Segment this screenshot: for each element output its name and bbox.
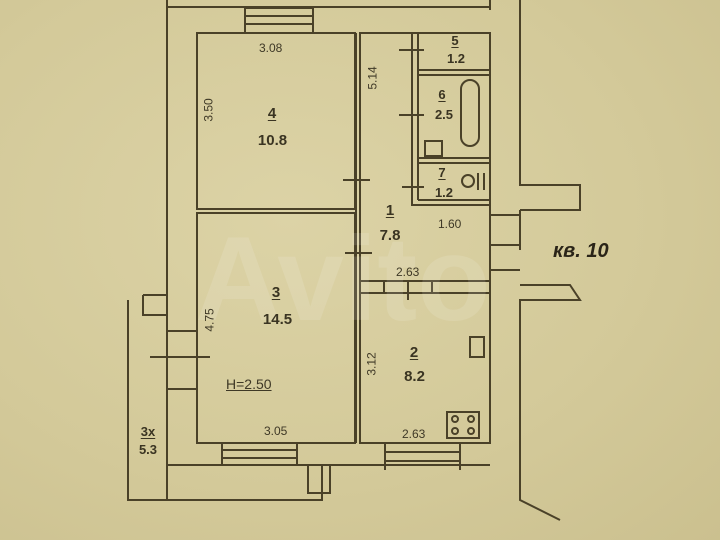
ceiling-height: H=2.50 [226,376,272,392]
right-block [359,32,491,444]
balcony-area: 5.3 [138,442,158,457]
room-4-number: 4 [267,105,277,122]
room-5-number: 5 [451,33,459,48]
room-6-number: 6 [438,87,446,102]
room-4-outline [196,32,356,210]
room-1-number: 1 [385,202,395,219]
room-2-area: 8.2 [404,368,425,385]
apartment-label: кв. 10 [553,240,609,262]
dim-hall-length: 5.14 [365,66,380,90]
bathtub [460,79,480,147]
room-3-area: 14.5 [262,311,293,328]
window-top [244,7,314,34]
outer-wall [166,0,581,500]
balcony [127,294,331,501]
dim-room4-length: 3.50 [201,98,216,122]
watermark: Avito [195,212,491,346]
room-7-number: 7 [438,165,446,180]
balcony-number: 3х [140,424,156,439]
room-4-area: 10.8 [257,132,288,149]
kitchen-sink [469,336,485,358]
room-3-number: 3 [271,284,281,301]
window-bottom-left [167,443,490,466]
dim-room3-width: 3.05 [264,424,288,438]
toilet [461,174,475,188]
room-1-area: 7.8 [379,227,401,244]
dim-kitchen-top: 2.63 [396,265,420,279]
room-7-area: 1.2 [434,185,454,200]
dim-kitchen-bottom: 2.63 [402,427,426,441]
dim-room3-length: 4.75 [202,308,217,332]
dim-kitchen-length: 3.12 [364,352,379,376]
room-5-area: 1.2 [446,51,466,66]
room-6-area: 2.5 [434,107,454,122]
dim-hall-width: 1.60 [438,217,462,231]
dim-room4-width: 3.08 [259,41,283,55]
room-2-number: 2 [409,344,419,361]
window-bottom-right [384,443,461,470]
stove [446,411,480,439]
sink [424,140,443,157]
